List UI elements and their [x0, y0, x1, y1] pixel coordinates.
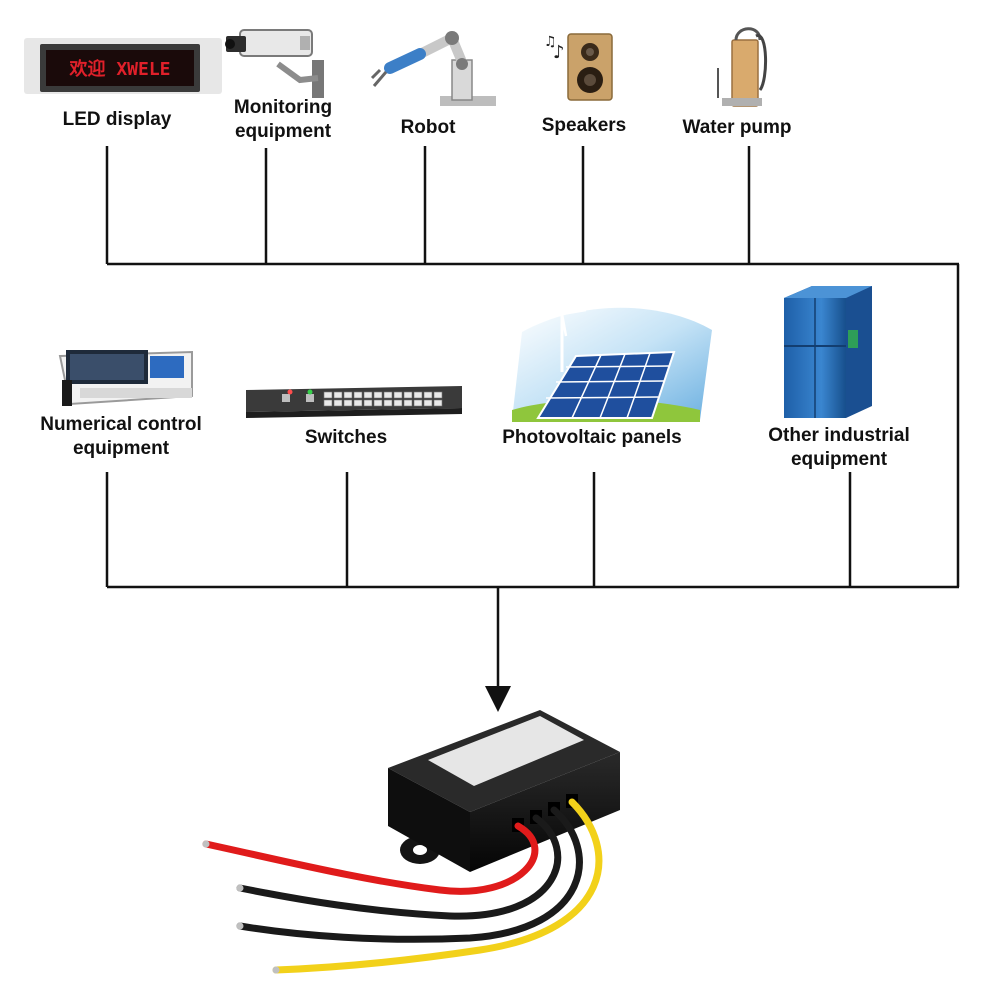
robot-arm-icon: [370, 31, 496, 106]
label-photovoltaic-panels: Photovoltaic panels: [502, 426, 681, 450]
label-line: Other industrial: [768, 425, 910, 446]
black-wire-1-tip: [236, 884, 244, 892]
label-line: Speakers: [541, 115, 627, 136]
security-camera-icon: [225, 29, 324, 98]
svg-text:♫: ♫: [544, 34, 557, 50]
label-line: Robot: [400, 117, 456, 138]
label-numerical-control-equipment: Numerical control equipment: [40, 413, 202, 461]
label-line: Switches: [304, 427, 388, 448]
led-display-icon: 欢迎 XWELE: [24, 38, 222, 94]
label-robot: Robot: [401, 116, 456, 140]
cnc-machine-icon: [58, 350, 193, 406]
label-line: LED display: [62, 109, 172, 130]
network-switch-icon: [246, 386, 462, 418]
solar-panel-icon: [512, 292, 712, 422]
yellow-wire-tip: [272, 966, 280, 974]
svg-text:♪: ♪: [553, 42, 565, 63]
red-wire-tip: [202, 840, 210, 848]
black-wire-2-tip: [236, 922, 244, 930]
label-monitoring-equipment: Monitoring equipment: [234, 96, 332, 144]
label-line: equipment: [234, 121, 332, 142]
label-speakers: Speakers: [542, 114, 627, 138]
black-wire-1: [236, 814, 562, 920]
speaker-icon: ♪ ♫: [544, 33, 613, 101]
label-water-pump: Water pump: [682, 116, 791, 140]
label-line: Photovoltaic panels: [502, 427, 682, 448]
label-other-industrial-equipment: Other industrial equipment: [768, 424, 909, 472]
black-wire-2: [236, 806, 583, 943]
down-arrow-head: [485, 686, 511, 712]
dc-converter-module-icon: [388, 710, 620, 872]
label-line: equipment: [790, 449, 888, 470]
label-line: Numerical control: [40, 414, 202, 435]
red-wire: [202, 822, 539, 895]
label-line: equipment: [72, 438, 170, 459]
label-switches: Switches: [305, 426, 387, 450]
industrial-cabinet-icon: [784, 286, 872, 418]
label-led-display: LED display: [63, 108, 172, 132]
yellow-wire: [272, 798, 603, 974]
label-line: Water pump: [682, 117, 792, 138]
label-line: Monitoring: [233, 97, 333, 118]
led-display-text: 欢迎 XWELE: [68, 58, 170, 80]
water-pump-icon: [717, 27, 768, 107]
